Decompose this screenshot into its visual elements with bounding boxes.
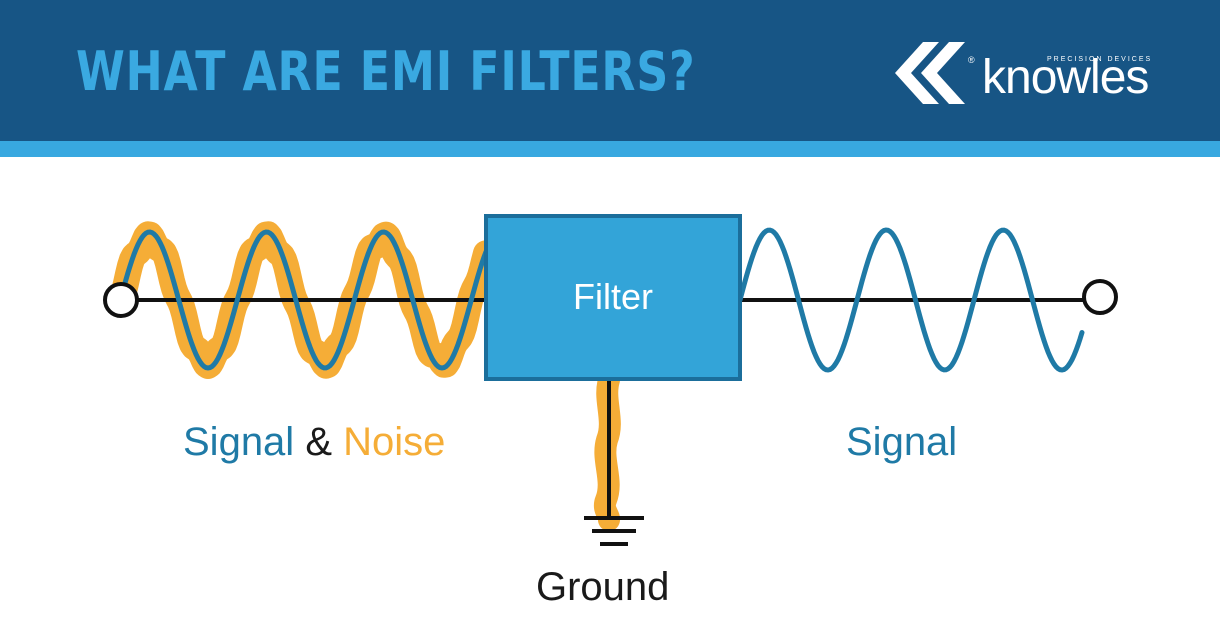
input-terminal: [103, 282, 139, 318]
page-title: WHAT ARE EMI FILTERS?: [76, 40, 696, 103]
header-stripe: [0, 141, 1220, 157]
input-label-signal: Signal: [183, 420, 295, 464]
logo-registered-mark: ®: [968, 55, 975, 65]
ground-label: Ground: [536, 565, 670, 609]
input-label-noise: Noise: [343, 420, 446, 464]
filter-box: [484, 214, 742, 381]
double-chevron-left-icon: [895, 42, 965, 104]
header-bar: [0, 0, 1220, 141]
input-signal-waveform: [121, 229, 489, 371]
output-label: Signal: [846, 420, 958, 464]
output-signal-waveform: [737, 227, 1085, 373]
logo-tagline: PRECISION DEVICES: [1047, 56, 1153, 63]
input-label-ampersand: &: [305, 420, 333, 464]
output-terminal: [1082, 279, 1118, 315]
input-label: Signal & Noise: [183, 420, 445, 465]
knowles-logo: ® PRECISION DEVICES knowles: [895, 38, 1165, 108]
logo-wordmark: knowles: [982, 51, 1149, 104]
filter-label: Filter: [573, 276, 653, 317]
